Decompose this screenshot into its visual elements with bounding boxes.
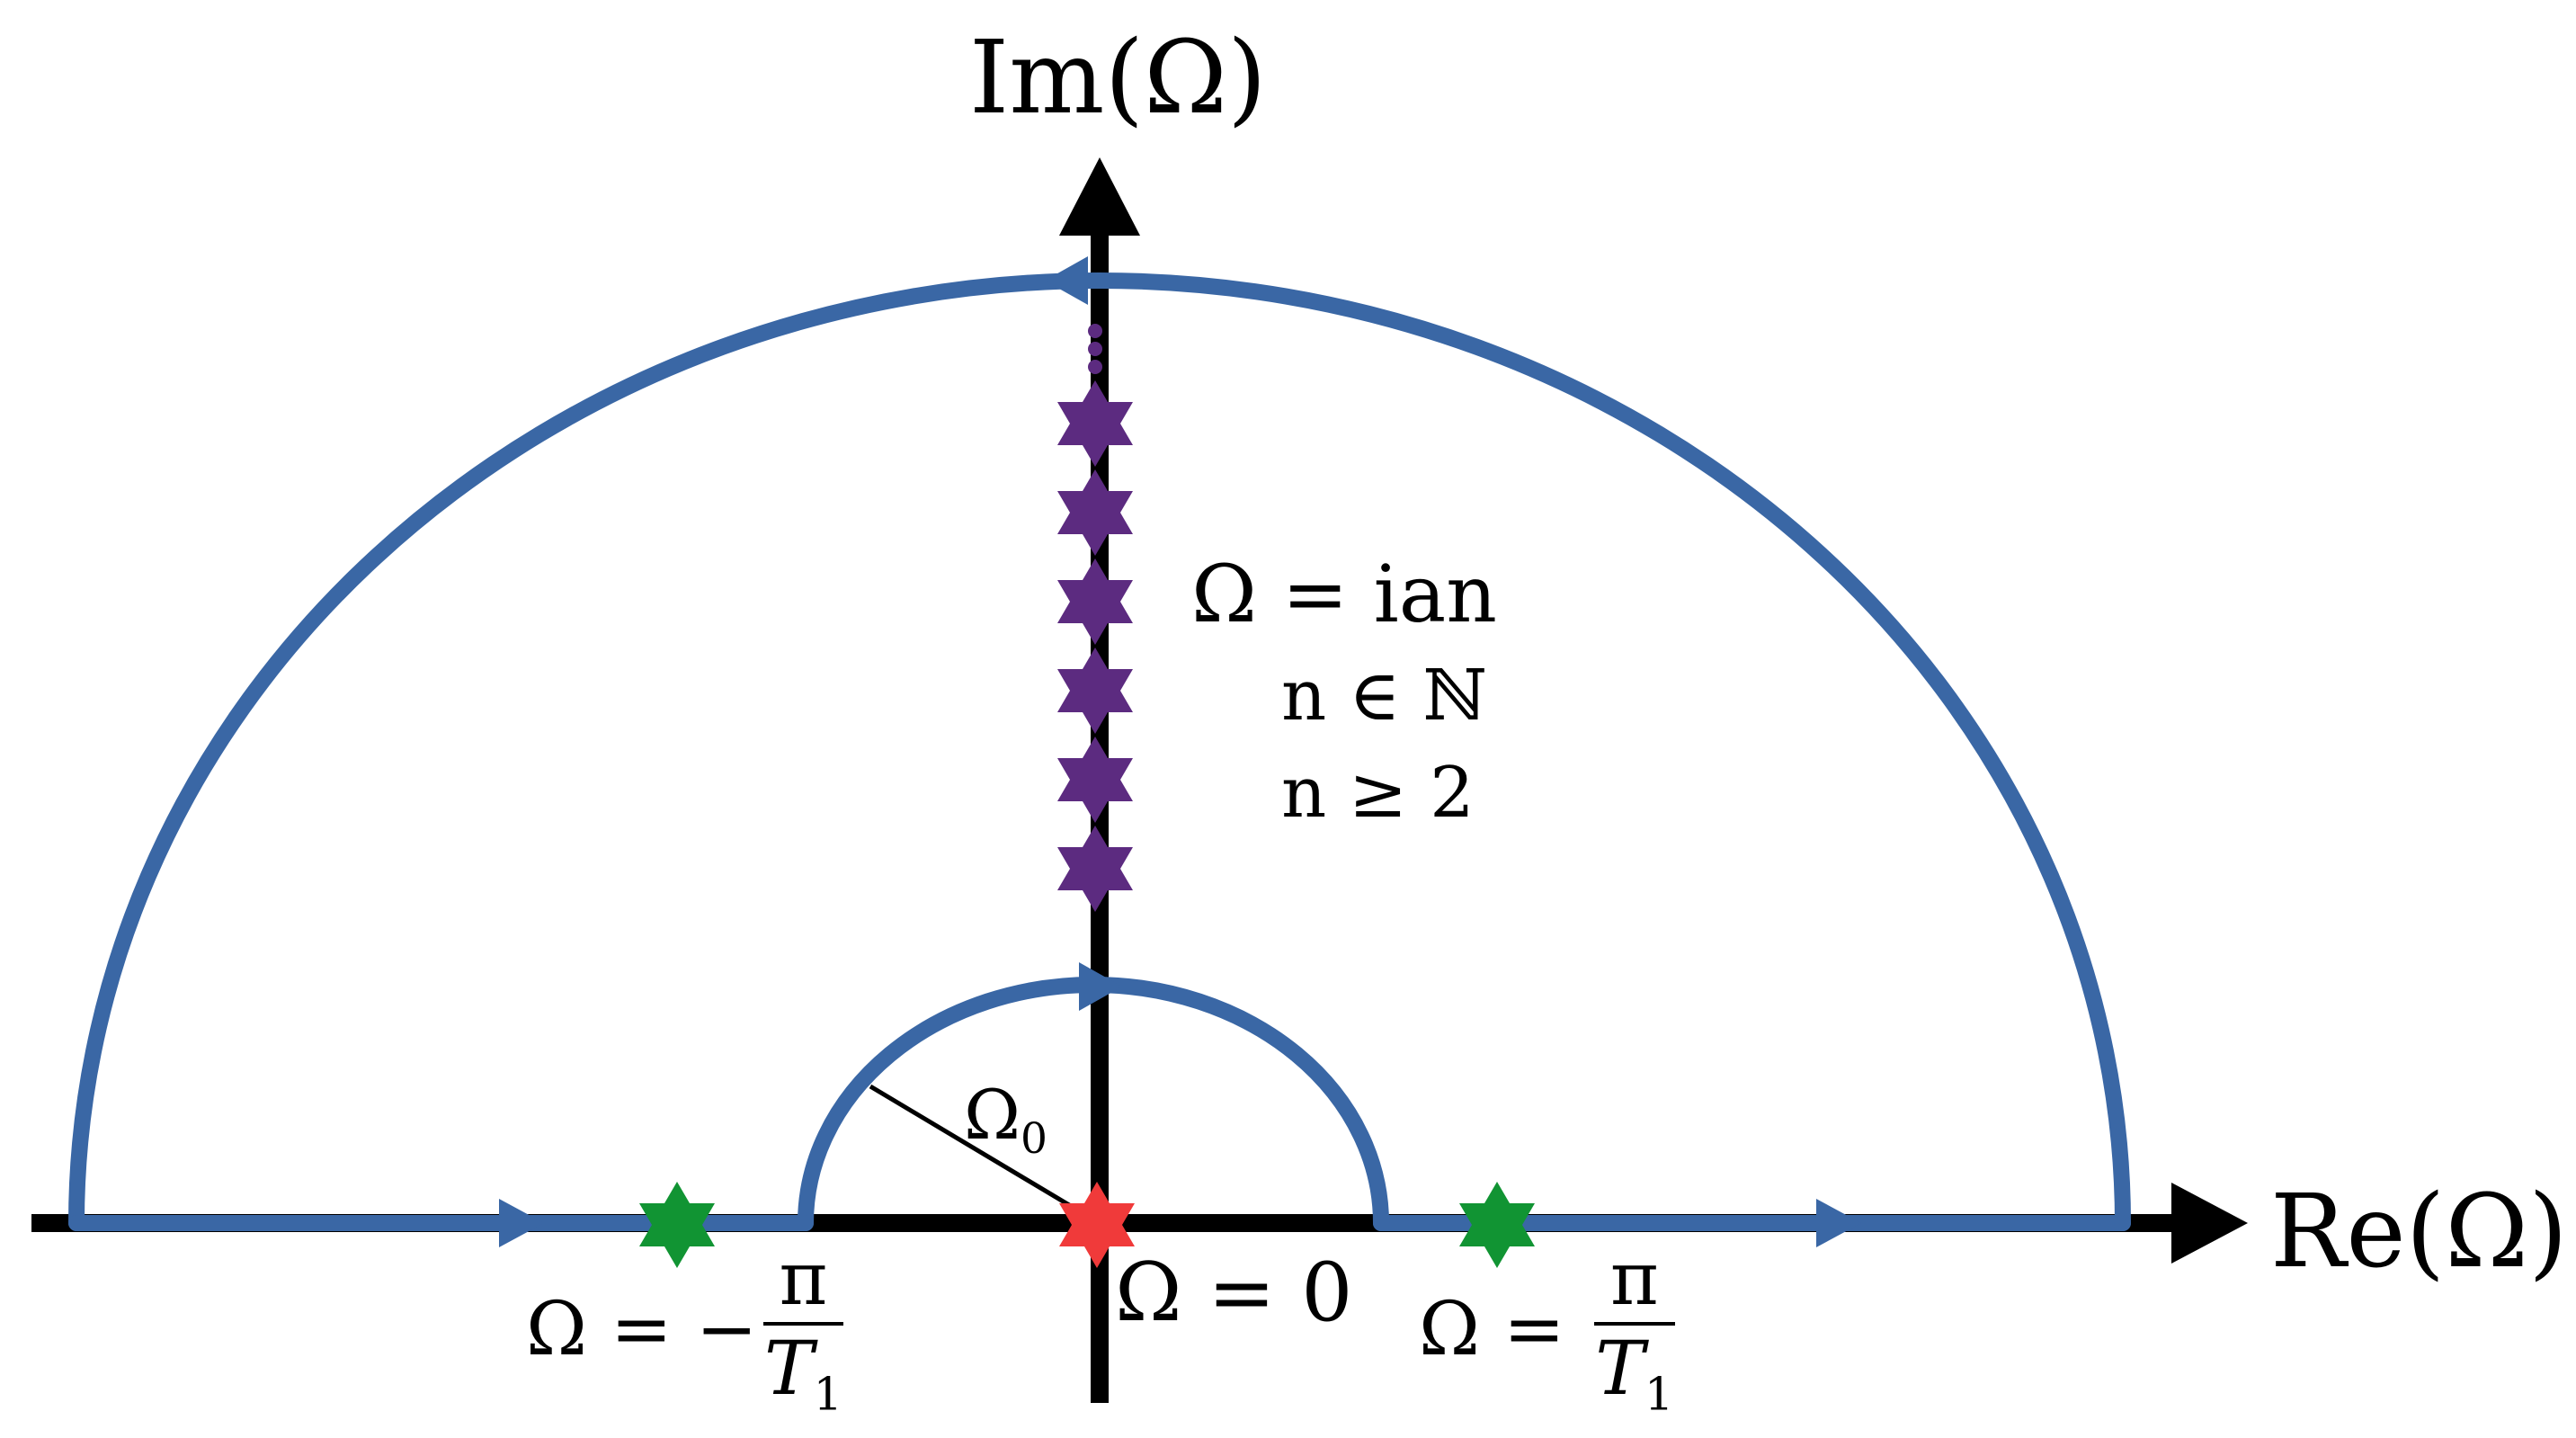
right-pole-prefix: Ω = xyxy=(1419,1286,1589,1372)
upper-poles-label: Ω = ian n ∈ ℕ n ≥ 2 xyxy=(1191,540,1497,843)
left-pole-numerator: π xyxy=(762,1240,844,1326)
radius-label: Ω0 xyxy=(964,1075,1047,1164)
arrow-right-icon xyxy=(499,1199,544,1247)
imaginary-pole-star xyxy=(1057,558,1133,645)
origin-pole-label: Ω = 0 xyxy=(1115,1246,1353,1340)
radius-subscript: 0 xyxy=(1021,1114,1047,1165)
arrow-left-icon xyxy=(1045,256,1088,305)
upper-poles-label-line-1: Ω = ian xyxy=(1191,548,1497,640)
arrow-right-icon xyxy=(1079,962,1122,1011)
ellipsis-dots xyxy=(1088,324,1102,374)
ellipsis-dot xyxy=(1088,324,1102,338)
real-axis-label: Re(Ω) xyxy=(2270,1174,2568,1291)
imaginary-pole-star xyxy=(1057,469,1133,556)
arrow-right-icon xyxy=(1816,1199,1861,1247)
imaginary-axis-arrowhead xyxy=(1059,157,1140,236)
ellipsis-dot xyxy=(1088,360,1102,374)
imaginary-axis-label: Im(Ω) xyxy=(969,20,1267,137)
imaginary-pole-star xyxy=(1057,826,1133,912)
contour-direction-arrows xyxy=(499,256,1861,1247)
radius-symbol: Ω xyxy=(964,1075,1021,1155)
upper-poles-label-line-2: n ∈ ℕ xyxy=(1281,656,1487,737)
right-pole-numerator: π xyxy=(1593,1240,1675,1326)
imaginary-pole-star xyxy=(1057,737,1133,823)
right-pole-denominator: T1 xyxy=(1595,1326,1674,1421)
ellipsis-dot xyxy=(1088,342,1102,356)
left-pole-denominator: T1 xyxy=(763,1326,842,1421)
radius-line xyxy=(869,1084,1095,1222)
left-pole-prefix: Ω = − xyxy=(526,1286,758,1372)
large-semicircle-arc xyxy=(68,272,2131,1231)
upper-poles-label-line-3: n ≥ 2 xyxy=(1281,753,1475,835)
imaginary-pole-star xyxy=(1057,380,1133,467)
real-axis-arrowhead xyxy=(2171,1183,2248,1264)
imaginary-pole-star xyxy=(1057,648,1133,734)
